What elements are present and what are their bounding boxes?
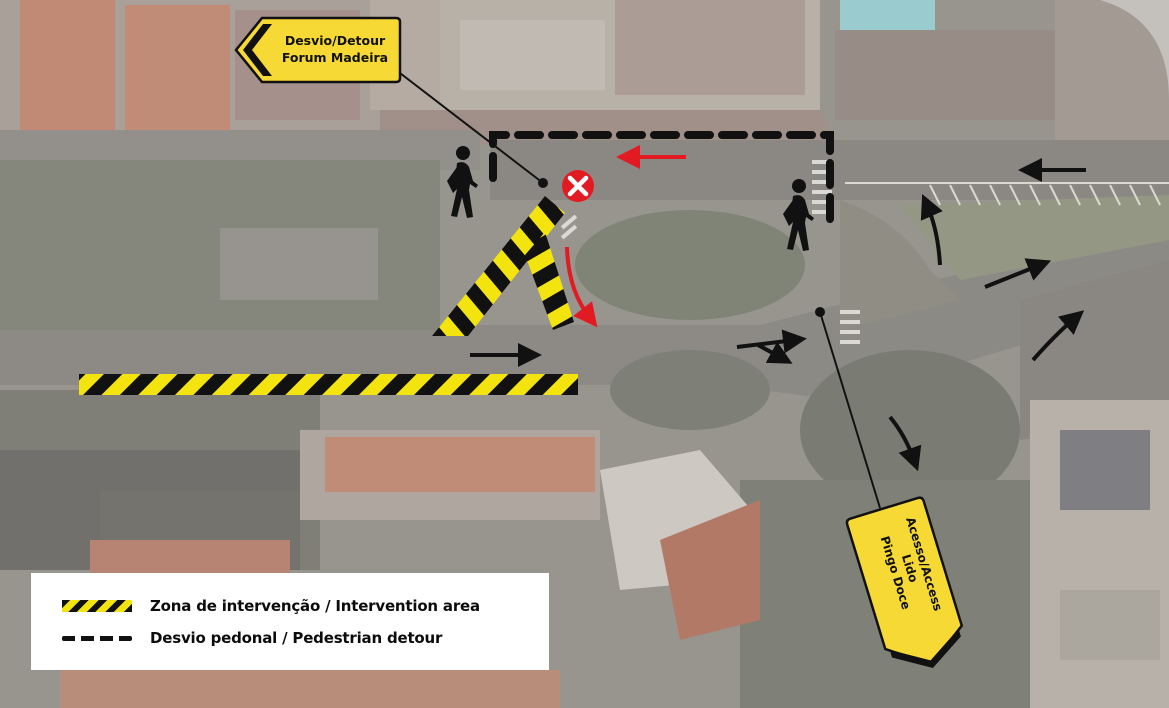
legend-label: Desvio pedonal / Pedestrian detour xyxy=(150,629,443,647)
red-arrow-curve xyxy=(565,246,598,328)
hazard-stripe-icon xyxy=(62,600,132,612)
intervention-area-crossing-left xyxy=(432,196,565,336)
crosswalks xyxy=(560,160,860,344)
traffic-arrows xyxy=(470,158,1086,472)
legend-item-intervention-area: Zona de intervenção / Intervention area xyxy=(31,597,480,615)
closed-x-icon xyxy=(562,170,594,202)
intervention-area-road xyxy=(79,374,578,395)
roads xyxy=(0,130,1169,440)
intervention-area-crossing-right xyxy=(525,232,574,330)
legend-item-pedestrian-detour: Desvio pedonal / Pedestrian detour xyxy=(31,629,442,647)
dashed-line-icon xyxy=(62,635,132,641)
detour-sign-line2: Forum Madeira xyxy=(282,50,388,65)
pool xyxy=(840,0,935,30)
buildings-south xyxy=(0,400,1169,708)
access-sign-leader xyxy=(819,311,881,509)
detour-sign-line1: Desvio/Detour xyxy=(285,33,386,48)
detour-sign: Desvio/Detour Forum Madeira xyxy=(234,16,402,84)
pedestrian-detour-path xyxy=(489,131,834,224)
parking-lines xyxy=(845,182,1169,206)
pedestrian-icon xyxy=(447,146,478,218)
pedestrian-icon xyxy=(783,179,814,251)
legend-label: Zona de intervenção / Intervention area xyxy=(150,597,480,615)
detour-sign-leader xyxy=(382,59,544,184)
map-legend: Zona de intervenção / Intervention area … xyxy=(31,573,549,670)
